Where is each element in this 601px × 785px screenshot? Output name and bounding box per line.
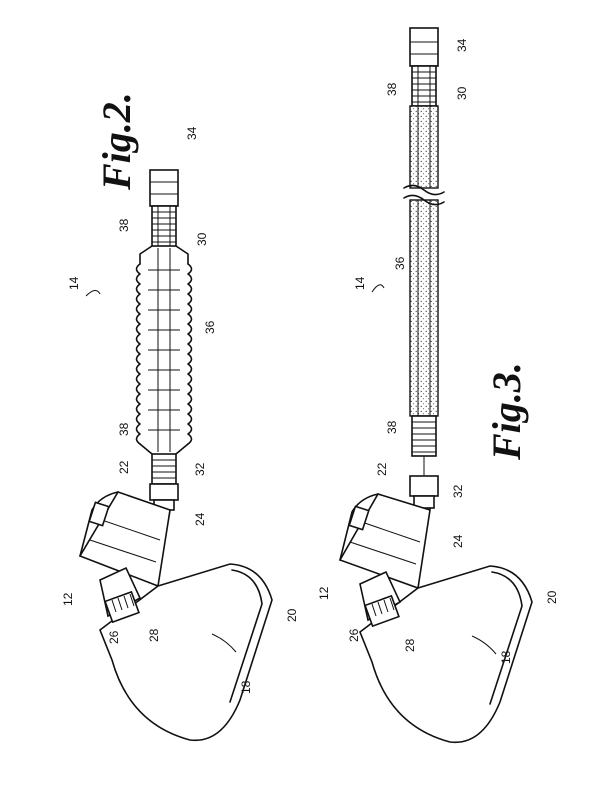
nozzle-assembly-fig3 — [359, 570, 402, 628]
ref-34-fig3: 34 — [455, 38, 469, 52]
figure-3: Fig.3. — [317, 27, 559, 744]
figure-3-caption: Fig.3. — [484, 362, 529, 461]
leader-14-fig3 — [371, 284, 385, 293]
ref-30-fig3: 30 — [455, 86, 469, 100]
shell-body-fig3 — [359, 565, 533, 744]
ref-22-fig3: 22 — [375, 462, 389, 476]
cylinder-22 — [78, 491, 171, 588]
ref-20: 20 — [285, 608, 299, 622]
ref-30: 30 — [195, 232, 209, 246]
ref-20-fig3: 20 — [545, 590, 559, 604]
ref-36: 36 — [203, 320, 217, 334]
ref-28-fig3: 28 — [403, 638, 417, 652]
nozzle-assembly — [99, 566, 142, 624]
shell-body — [99, 563, 273, 742]
upper-coupling-fig3 — [411, 65, 437, 107]
ref-22: 22 — [117, 460, 131, 474]
lower-coupling — [149, 453, 179, 511]
ref-36-fig3: 36 — [393, 256, 407, 270]
ref-24: 24 — [193, 512, 207, 526]
ref-34: 34 — [185, 126, 199, 140]
ref-38-lower-fig3: 38 — [385, 420, 399, 434]
end-fitting-34 — [149, 169, 179, 207]
ref-14: 14 — [67, 276, 81, 290]
ref-38-upper-fig3: 38 — [385, 82, 399, 96]
ref-18-fig3: 18 — [499, 650, 513, 664]
upper-coupling — [151, 205, 177, 247]
break-line-upper — [403, 184, 445, 196]
ref-24-fig3: 24 — [451, 534, 465, 548]
ref-26-fig3: 26 — [347, 628, 361, 642]
ref-18: 18 — [239, 680, 253, 694]
ref-38-lower: 38 — [117, 422, 131, 436]
lower-coupling-fig3 — [409, 415, 439, 509]
ref-38-upper: 38 — [117, 218, 131, 232]
straight-hose-36 — [403, 105, 445, 417]
figure-2: Fig.2. — [61, 92, 299, 742]
ref-26: 26 — [107, 630, 121, 644]
bellows-hose-36 — [135, 245, 193, 455]
ref-12: 12 — [61, 592, 75, 606]
break-line-lower — [403, 194, 445, 206]
ref-32: 32 — [193, 462, 207, 476]
figure-2-caption: Fig.2. — [94, 92, 139, 191]
ref-32-fig3: 32 — [451, 484, 465, 498]
ref-12-fig3: 12 — [317, 586, 331, 600]
end-fitting-34-fig3 — [409, 27, 439, 67]
ref-14-fig3: 14 — [353, 276, 367, 290]
leader-14 — [85, 290, 101, 297]
ref-28: 28 — [147, 628, 161, 642]
